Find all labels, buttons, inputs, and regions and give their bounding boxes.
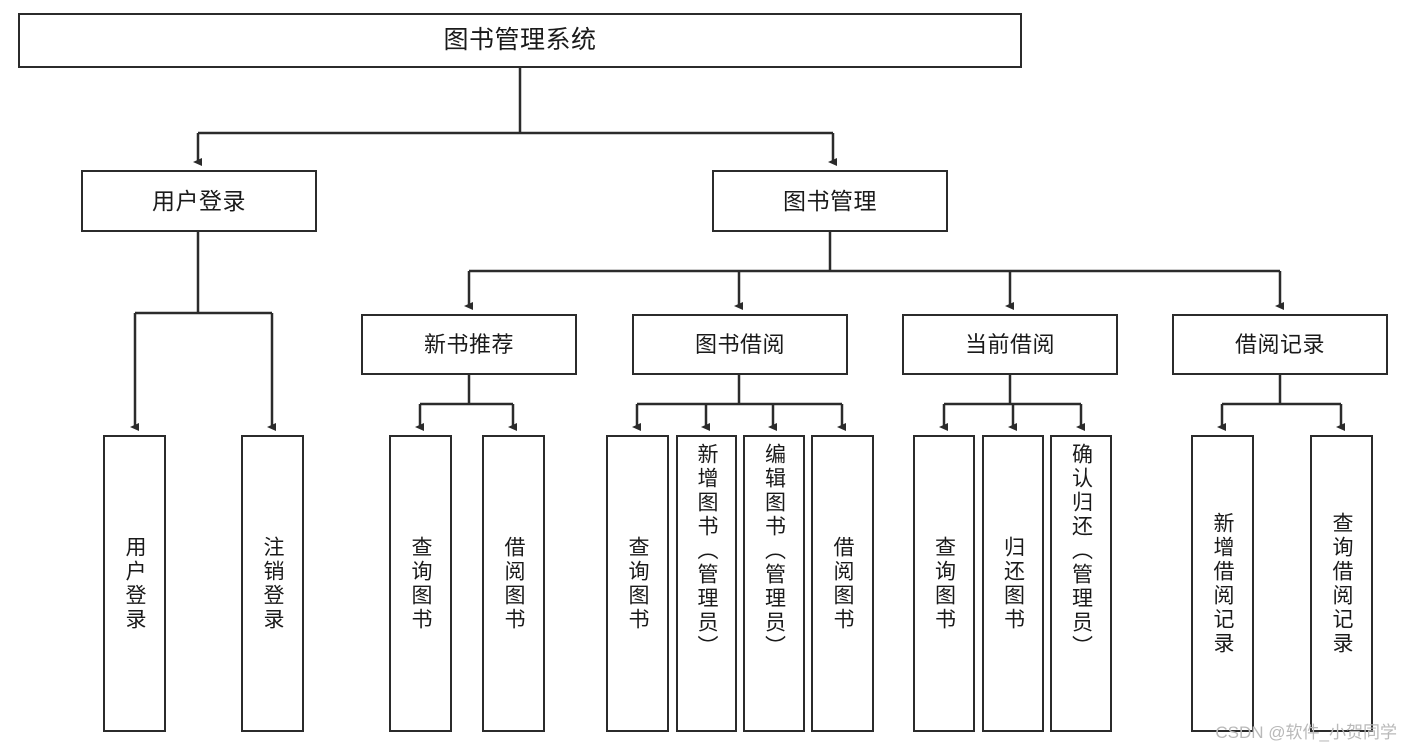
leaf-borrow-record-add-record[interactable]: 新增借阅记录 <box>1191 435 1254 732</box>
leaf-new-book-borrow-book[interactable]: 借阅图书 <box>482 435 545 732</box>
leaf-current-borrow-confirm-return-admin[interactable]: 确认归还（管理员） <box>1050 435 1112 732</box>
node-label: 查询图书 <box>409 535 432 632</box>
node-label: 借阅图书 <box>502 535 525 632</box>
node-label: 新增借阅记录 <box>1211 511 1234 656</box>
node-label: 图书借阅 <box>694 331 785 357</box>
node-book-management[interactable]: 图书管理 <box>712 170 948 232</box>
node-label: 注销登录 <box>261 535 284 632</box>
node-new-book-recommend[interactable]: 新书推荐 <box>361 314 577 375</box>
leaf-user-login-logout[interactable]: 注销登录 <box>241 435 304 732</box>
node-label: 确认归还（管理员） <box>1069 443 1093 659</box>
leaf-book-borrow-borrow-book[interactable]: 借阅图书 <box>811 435 874 732</box>
node-label: 归还图书 <box>1001 535 1025 632</box>
leaf-borrow-record-query-record[interactable]: 查询借阅记录 <box>1310 435 1373 732</box>
node-current-borrow[interactable]: 当前借阅 <box>902 314 1118 375</box>
node-book-borrow[interactable]: 图书借阅 <box>632 314 848 375</box>
leaf-book-borrow-add-book-admin[interactable]: 新增图书（管理员） <box>676 435 737 732</box>
node-label: 用户登录 <box>123 535 146 632</box>
node-label: 编辑图书（管理员） <box>762 443 786 659</box>
node-label: 新增图书（管理员） <box>695 443 718 659</box>
node-label: 用户登录 <box>152 187 246 214</box>
node-label: 查询借阅记录 <box>1330 511 1353 656</box>
node-label: 查询图书 <box>932 535 956 632</box>
node-label: 查询图书 <box>626 535 649 632</box>
node-label: 图书管理系统 <box>443 26 597 55</box>
node-user-login[interactable]: 用户登录 <box>81 170 317 232</box>
leaf-current-borrow-query-book[interactable]: 查询图书 <box>913 435 975 732</box>
node-label: 图书管理 <box>783 187 877 214</box>
leaf-user-login-login[interactable]: 用户登录 <box>103 435 166 732</box>
node-label: 借阅图书 <box>831 535 854 632</box>
node-root-book-management-system[interactable]: 图书管理系统 <box>18 13 1022 68</box>
leaf-book-borrow-edit-book-admin[interactable]: 编辑图书（管理员） <box>743 435 805 732</box>
node-label: 新书推荐 <box>423 331 514 357</box>
node-label: 借阅记录 <box>1234 331 1325 357</box>
node-borrow-record[interactable]: 借阅记录 <box>1172 314 1388 375</box>
watermark-text: CSDN @软件_小贺同学 <box>1215 723 1397 742</box>
leaf-current-borrow-return-book[interactable]: 归还图书 <box>982 435 1044 732</box>
node-label: 当前借阅 <box>964 331 1055 357</box>
leaf-book-borrow-query-book[interactable]: 查询图书 <box>606 435 669 732</box>
leaf-new-book-query-book[interactable]: 查询图书 <box>389 435 452 732</box>
